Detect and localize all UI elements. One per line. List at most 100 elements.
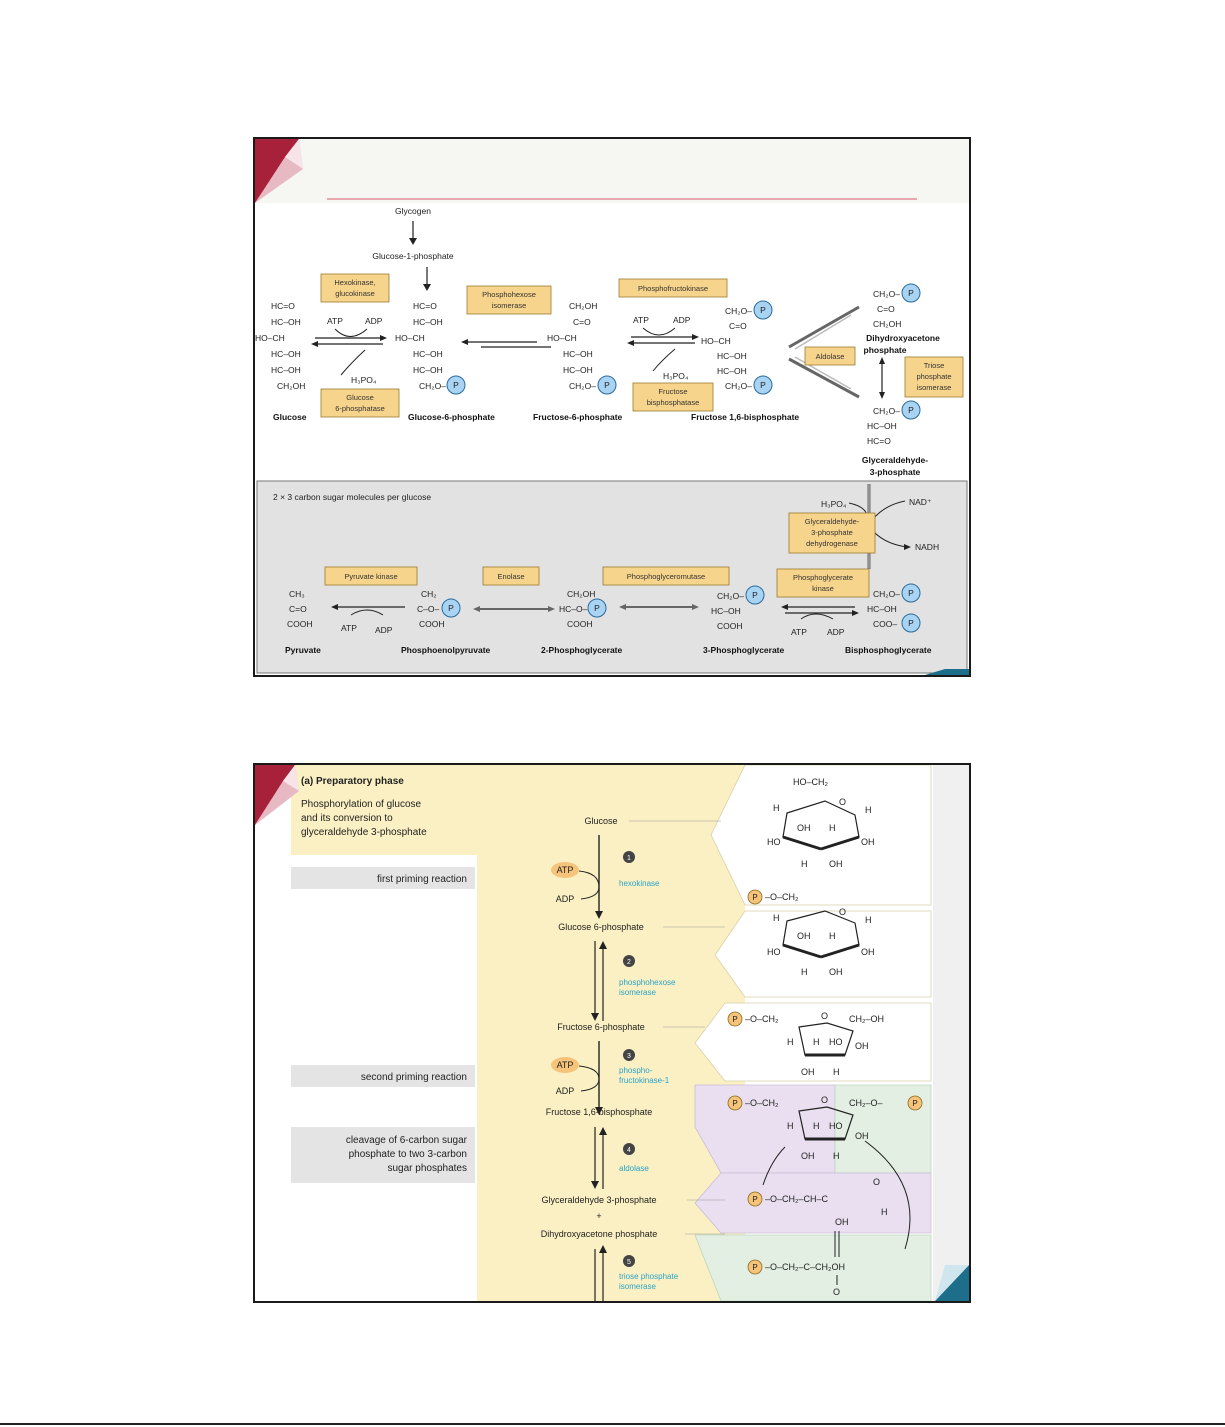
svg-text:H: H (865, 915, 872, 925)
svg-text:HO–CH₂: HO–CH₂ (793, 777, 829, 787)
pyruvate-structure: CH₃ C=O COOH (287, 589, 313, 629)
svg-text:P: P (908, 288, 914, 298)
fructose-6-phosphate-name: Fructose-6-phosphate (533, 412, 623, 422)
lower-panel-note: 2 × 3 carbon sugar molecules per glucose (273, 492, 431, 502)
svg-text:CH₂O–: CH₂O– (419, 381, 446, 391)
svg-text:H: H (787, 1037, 794, 1047)
svg-text:P: P (732, 1099, 737, 1108)
svg-text:3: 3 (627, 1053, 631, 1060)
svg-text:HC=O: HC=O (413, 301, 437, 311)
3-phosphoglycerate-structure: CH₂O– P HC–OH COOH (711, 585, 765, 631)
2-phosphoglycerate-structure: CH₂OH HC–O– P COOH (559, 589, 607, 629)
svg-text:O: O (833, 1287, 840, 1297)
svg-text:H₃PO₄: H₃PO₄ (351, 375, 377, 385)
svg-text:bisphosphatase: bisphosphatase (647, 398, 700, 407)
svg-text:HC–OH: HC–OH (413, 365, 443, 375)
svg-text:HC=O: HC=O (271, 301, 295, 311)
svg-text:CH₂O–: CH₂O– (873, 406, 900, 416)
svg-text:OH: OH (861, 947, 875, 957)
svg-text:H: H (833, 1067, 840, 1077)
svg-text:P: P (453, 380, 459, 390)
svg-text:P: P (752, 1195, 757, 1204)
fructose-1-6-bisphosphate-name: Fructose 1,6-bisphosphate (691, 412, 799, 422)
svg-text:HC–OH: HC–OH (717, 366, 747, 376)
svg-text:CH₂–OH: CH₂–OH (849, 1014, 884, 1024)
bisphosphoglycerate-name: Bisphosphoglycerate (845, 645, 932, 655)
svg-text:+: + (596, 1211, 601, 1221)
svg-text:HC–OH: HC–OH (867, 604, 897, 614)
svg-text:phosphate: phosphate (916, 372, 951, 381)
svg-text:P: P (732, 1015, 737, 1024)
second-priming-label: second priming reaction (361, 1072, 467, 1083)
svg-text:1: 1 (627, 855, 631, 862)
svg-text:Phosphoglyceromutase: Phosphoglyceromutase (627, 572, 705, 581)
step-glucose: Glucose (584, 816, 617, 826)
svg-text:ADP: ADP (827, 627, 845, 637)
svg-text:HC–OH: HC–OH (563, 349, 593, 359)
svg-text:Phosphohexose: Phosphohexose (482, 290, 536, 299)
svg-text:C=O: C=O (877, 304, 895, 314)
svg-text:O: O (821, 1095, 828, 1105)
svg-text:fructokinase-1: fructokinase-1 (619, 1076, 670, 1085)
svg-text:4: 4 (627, 1147, 631, 1154)
svg-text:glucokinase: glucokinase (335, 289, 375, 298)
svg-text:–O–CH₂: –O–CH₂ (765, 892, 799, 902)
svg-text:O: O (821, 1011, 828, 1021)
svg-text:OH: OH (855, 1131, 869, 1141)
step-fructose-1-6-bisphosphate: Fructose 1,6-bisphosphate (546, 1107, 653, 1117)
glycolysis-pathway-diagram: Glycogen Glucose-1-phosphate HC=O HC–OH … (255, 139, 969, 675)
step-glyceraldehyde-3-phosphate: Glyceraldehyde 3-phosphate (541, 1195, 656, 1205)
svg-text:ADP: ADP (365, 316, 383, 326)
glucose-6-phosphate-name: Glucose-6-phosphate (408, 412, 495, 422)
dhap-chain-structure: P –O–CH₂–C–CH₂OH O (747, 1231, 845, 1297)
glucose-structure: HC=O HC–OH HO–CH HC–OH HC–OH CH₂OH (255, 301, 305, 391)
svg-text:3-phosphate: 3-phosphate (811, 528, 853, 537)
triose-phosphate-isomerase-box (904, 356, 964, 398)
step-glucose-6-phosphate: Glucose 6-phosphate (558, 922, 644, 932)
svg-text:Enolase: Enolase (497, 572, 524, 581)
glucose-name: Glucose (273, 412, 307, 422)
svg-text:H: H (829, 931, 836, 941)
svg-text:NADH: NADH (915, 542, 939, 552)
svg-text:Hexokinase,: Hexokinase, (334, 278, 375, 287)
svg-text:HO–CH: HO–CH (395, 333, 425, 343)
corner-br-decoration (935, 1265, 969, 1301)
svg-text:O: O (839, 797, 846, 807)
svg-text:CH₂O–: CH₂O– (569, 381, 596, 391)
svg-text:OH: OH (801, 1151, 815, 1161)
svg-text:OH: OH (829, 859, 843, 869)
svg-text:5: 5 (627, 1259, 631, 1266)
phosphoglycerate-kinase-box (776, 568, 870, 598)
svg-text:ATP: ATP (557, 1060, 574, 1070)
svg-text:HC–OH: HC–OH (271, 365, 301, 375)
pep-name: Phosphoenolpyruvate (401, 645, 491, 655)
svg-text:Phosphofructokinase: Phosphofructokinase (638, 284, 708, 293)
preparatory-phase-slide: (a) Preparatory phase Phosphorylation of… (253, 763, 971, 1303)
g3p-name-line2: 3-phosphate (870, 467, 921, 477)
svg-text:CH₂–O–: CH₂–O– (849, 1098, 883, 1108)
svg-text:OH: OH (835, 1217, 849, 1227)
svg-text:H: H (773, 913, 780, 923)
svg-text:CH₂O–: CH₂O– (717, 591, 744, 601)
enolase-box (482, 566, 540, 586)
svg-text:ADP: ADP (673, 315, 691, 325)
svg-text:H₃PO₄: H₃PO₄ (663, 371, 689, 381)
svg-text:HC–O–: HC–O– (559, 604, 588, 614)
glucose-1-phosphate-label: Glucose-1-phosphate (372, 251, 454, 261)
g3p-structure: CH₂O– P HC–OH HC=O (867, 400, 921, 446)
svg-text:HC–OH: HC–OH (563, 365, 593, 375)
pyruvate-name: Pyruvate (285, 645, 321, 655)
svg-text:–O–CH₂: –O–CH₂ (745, 1098, 779, 1108)
svg-text:CH₂O–: CH₂O– (873, 589, 900, 599)
svg-text:H: H (813, 1037, 820, 1047)
step-dihydroxyacetone-phosphate: Dihydroxyacetone phosphate (541, 1229, 658, 1239)
svg-text:Glucose: Glucose (346, 393, 374, 402)
svg-text:H₃PO₄: H₃PO₄ (821, 499, 847, 509)
svg-text:HC=O: HC=O (867, 436, 891, 446)
step-fructose-6-phosphate: Fructose 6-phosphate (557, 1022, 645, 1032)
fructose-bisphosphatase-box (632, 382, 714, 412)
svg-text:HC–OH: HC–OH (711, 606, 741, 616)
dhap-name-line2: phosphate (864, 345, 907, 355)
svg-text:CH₂O–: CH₂O– (725, 306, 752, 316)
